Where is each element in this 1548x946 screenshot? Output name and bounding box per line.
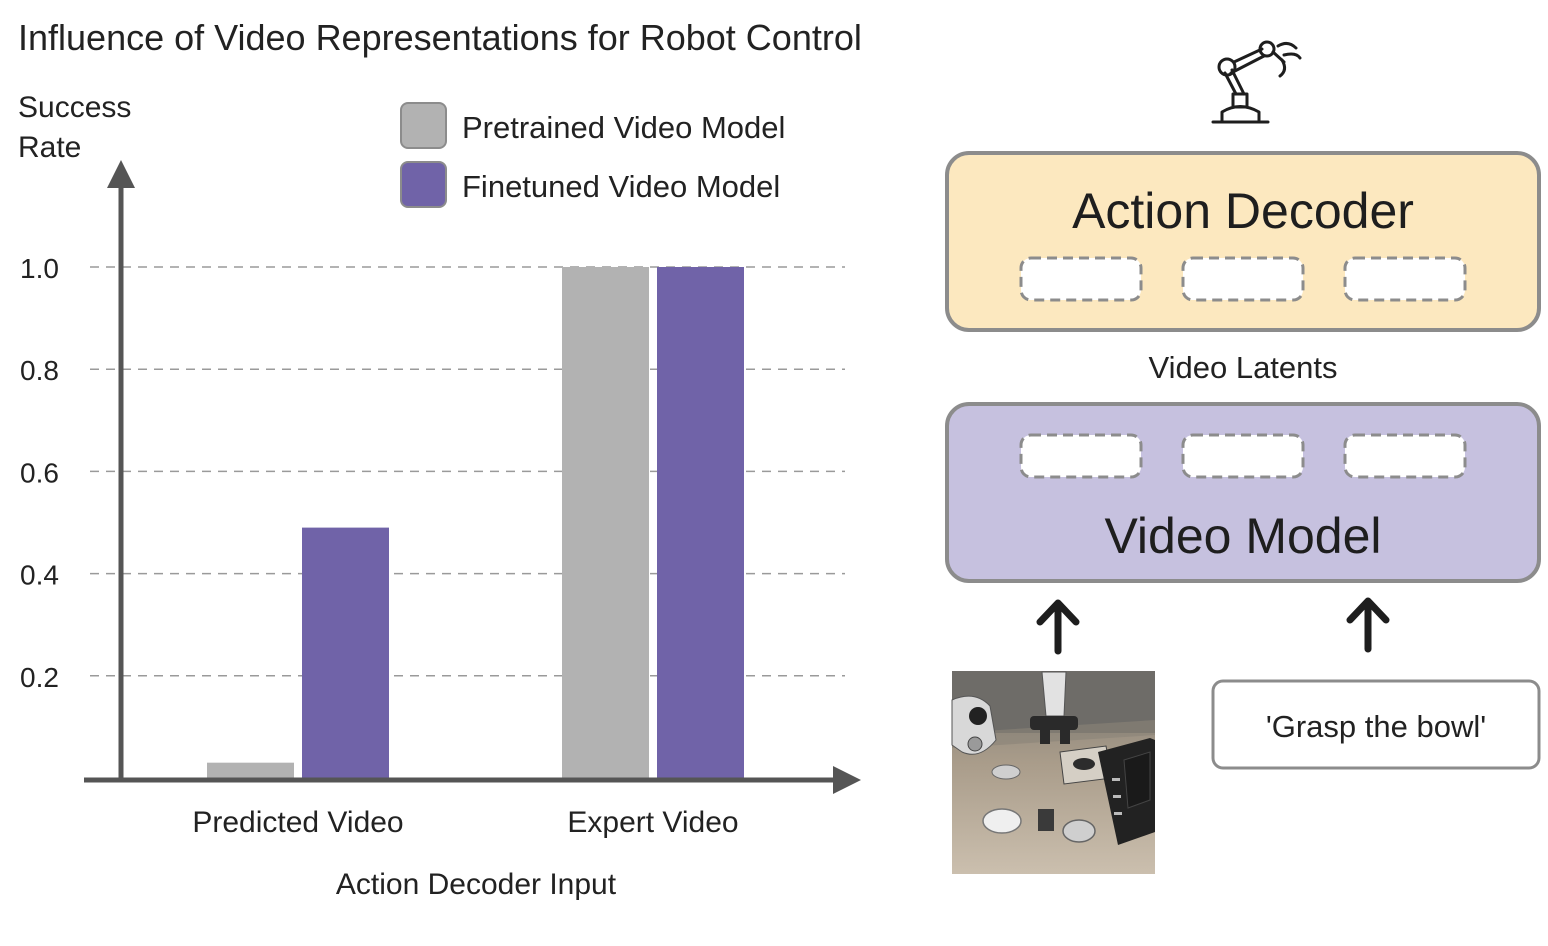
y-axis-arrowhead bbox=[107, 160, 135, 188]
robot-arm-icon bbox=[1211, 40, 1302, 124]
action-decoder-label: Action Decoder bbox=[1072, 183, 1414, 239]
legend-label-finetuned: Finetuned Video Model bbox=[462, 169, 780, 204]
video-latent-slot-2 bbox=[1181, 433, 1305, 479]
x-tick-labels: Predicted Video Expert Video bbox=[192, 806, 738, 839]
legend: Pretrained Video Model Finetuned Video M… bbox=[400, 102, 785, 208]
up-arrow-icon bbox=[1346, 597, 1390, 653]
x-axis-arrowhead bbox=[833, 766, 861, 794]
legend-swatch-finetuned bbox=[400, 161, 447, 208]
video-latent-slot-1 bbox=[1019, 433, 1143, 479]
y-tick-label: 0.8 bbox=[20, 355, 59, 386]
chart-title: Influence of Video Representations for R… bbox=[18, 17, 862, 58]
y-axis-label-line2: Rate bbox=[18, 131, 81, 164]
video-latent-slot-3 bbox=[1343, 433, 1467, 479]
video-model-label: Video Model bbox=[1104, 508, 1381, 564]
y-tick-label: 0.4 bbox=[20, 560, 59, 591]
legend-swatch-pretrained bbox=[400, 102, 447, 149]
x-tick-label: Expert Video bbox=[567, 806, 738, 839]
decoder-latent-slot-1 bbox=[1019, 256, 1143, 302]
bars bbox=[207, 267, 744, 778]
y-tick-labels: 1.0 0.8 0.6 0.4 0.2 bbox=[20, 253, 59, 693]
y-axis-label: Success Rate bbox=[18, 91, 140, 164]
x-tick-label: Predicted Video bbox=[192, 806, 403, 839]
decoder-latent-slot-3 bbox=[1343, 256, 1467, 302]
y-tick-label: 0.2 bbox=[20, 662, 59, 693]
text-prompt: 'Grasp the bowl' bbox=[1266, 709, 1486, 744]
bar bbox=[207, 762, 294, 778]
action-decoder-block: Action Decoder bbox=[945, 151, 1541, 332]
robot-scene-image bbox=[951, 671, 1155, 874]
y-axis-label-line1: Success bbox=[18, 91, 131, 124]
y-tick-label: 1.0 bbox=[20, 253, 59, 284]
legend-label-pretrained: Pretrained Video Model bbox=[462, 110, 785, 145]
video-model-block: Video Model bbox=[945, 402, 1541, 583]
video-latents-label: Video Latents bbox=[1148, 350, 1337, 385]
bar bbox=[657, 267, 744, 778]
up-arrow-icon bbox=[1036, 599, 1080, 655]
y-tick-label: 0.6 bbox=[20, 457, 59, 488]
decoder-latent-slot-2 bbox=[1181, 256, 1305, 302]
x-axis-label: Action Decoder Input bbox=[336, 868, 617, 901]
input-arrows bbox=[1036, 597, 1390, 655]
bar bbox=[562, 267, 649, 778]
axes bbox=[84, 160, 861, 794]
bar bbox=[302, 527, 389, 778]
text-prompt-box: 'Grasp the bowl' bbox=[1211, 679, 1541, 770]
